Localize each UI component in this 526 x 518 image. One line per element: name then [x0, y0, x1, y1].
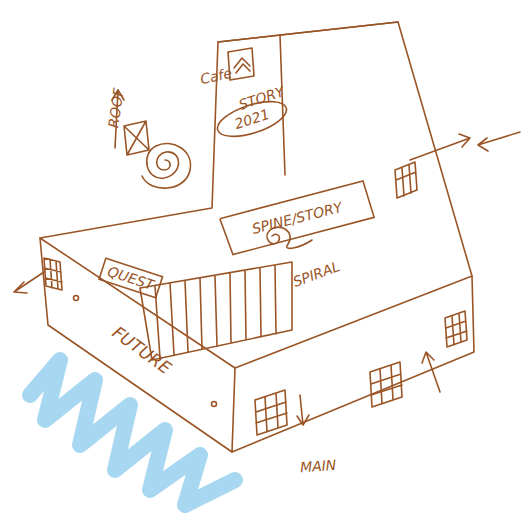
- dot: [74, 296, 79, 301]
- x-box: [124, 121, 149, 155]
- box-outline: [99, 258, 162, 297]
- arrow: [14, 272, 44, 293]
- sketch-label: FUTURE: [109, 322, 175, 378]
- window-grid: [44, 258, 62, 290]
- sketch-label: ROOF: [105, 87, 126, 129]
- window-grid: [445, 311, 467, 347]
- dot: [212, 402, 217, 407]
- node-text: SPINE/STORY: [250, 199, 343, 237]
- sketch-label: MAIN: [299, 457, 336, 475]
- band-outline: [219, 180, 374, 255]
- arrow: [478, 132, 520, 151]
- arrow: [410, 134, 470, 160]
- sketch-label: SPIRAL: [291, 258, 342, 290]
- building-right-wall: [232, 276, 474, 452]
- window-grid: [370, 362, 402, 407]
- node-text: QUEST: [106, 263, 156, 293]
- spine-band: SPINE/STORY: [219, 180, 374, 255]
- building-top-outline: [40, 22, 472, 368]
- building-left-wall: [40, 238, 235, 452]
- rear-volume: [218, 22, 398, 175]
- window-grid: [255, 390, 287, 435]
- arrow: [297, 395, 309, 425]
- label-box: QUEST: [98, 257, 164, 299]
- sketch-label: Cafe: [199, 65, 234, 87]
- window-grid: [395, 162, 417, 198]
- arrow: [422, 352, 440, 392]
